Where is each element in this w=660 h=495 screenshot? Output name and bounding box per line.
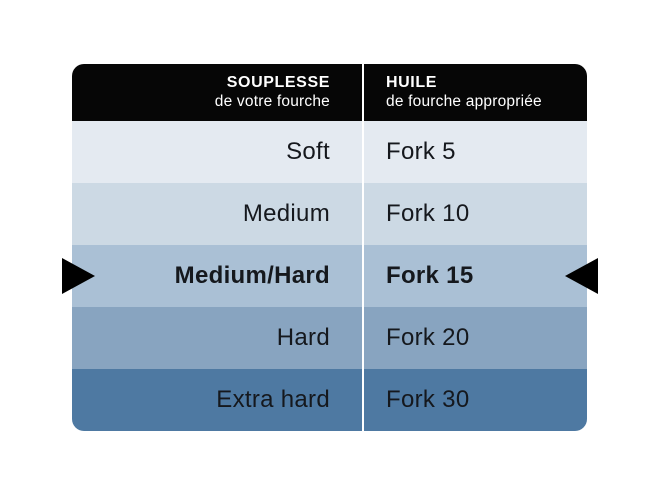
souplesse-value: Hard [276,324,330,351]
table-header-row: SOUPLESSE de votre fourche HUILE de four… [72,64,587,121]
left-highlight-arrow-icon [62,258,95,294]
cell-souplesse: Hard [72,307,362,369]
cell-huile: Fork 10 [364,183,587,245]
header-cell-souplesse: SOUPLESSE de votre fourche [72,64,362,121]
table-row-extra-hard: Extra hard Fork 30 [72,369,587,431]
header-title-souplesse: SOUPLESSE [226,74,330,92]
huile-value: Fork 20 [386,324,470,351]
huile-value: Fork 5 [386,138,456,165]
cell-huile: Fork 20 [364,307,587,369]
right-highlight-arrow-icon [565,258,598,294]
header-subtitle-huile: de fourche appropriée [386,92,542,110]
huile-value: Fork 15 [386,262,474,289]
header-title-huile: HUILE [386,74,437,92]
table-row-medium-hard-highlighted: Medium/Hard Fork 15 [72,245,587,307]
souplesse-value: Medium [242,200,330,227]
cell-souplesse: Soft [72,121,362,183]
table-row-soft: Soft Fork 5 [72,121,587,183]
cell-souplesse: Medium/Hard [72,245,362,307]
cell-souplesse: Extra hard [72,369,362,431]
souplesse-value: Medium/Hard [174,262,330,289]
cell-huile: Fork 15 [364,245,587,307]
cell-souplesse: Medium [72,183,362,245]
table-row-medium: Medium Fork 10 [72,183,587,245]
column-divider [362,183,364,245]
table-row-hard: Hard Fork 20 [72,307,587,369]
souplesse-value: Soft [286,138,330,165]
column-divider [362,369,364,431]
column-divider [362,307,364,369]
fork-oil-table: SOUPLESSE de votre fourche HUILE de four… [72,64,587,431]
cell-huile: Fork 30 [364,369,587,431]
column-divider [362,245,364,307]
column-divider [362,64,364,121]
huile-value: Fork 10 [386,200,470,227]
souplesse-value: Extra hard [216,386,330,413]
huile-value: Fork 30 [386,386,470,413]
cell-huile: Fork 5 [364,121,587,183]
header-cell-huile: HUILE de fourche appropriée [364,64,587,121]
column-divider [362,121,364,183]
header-subtitle-souplesse: de votre fourche [214,92,330,110]
